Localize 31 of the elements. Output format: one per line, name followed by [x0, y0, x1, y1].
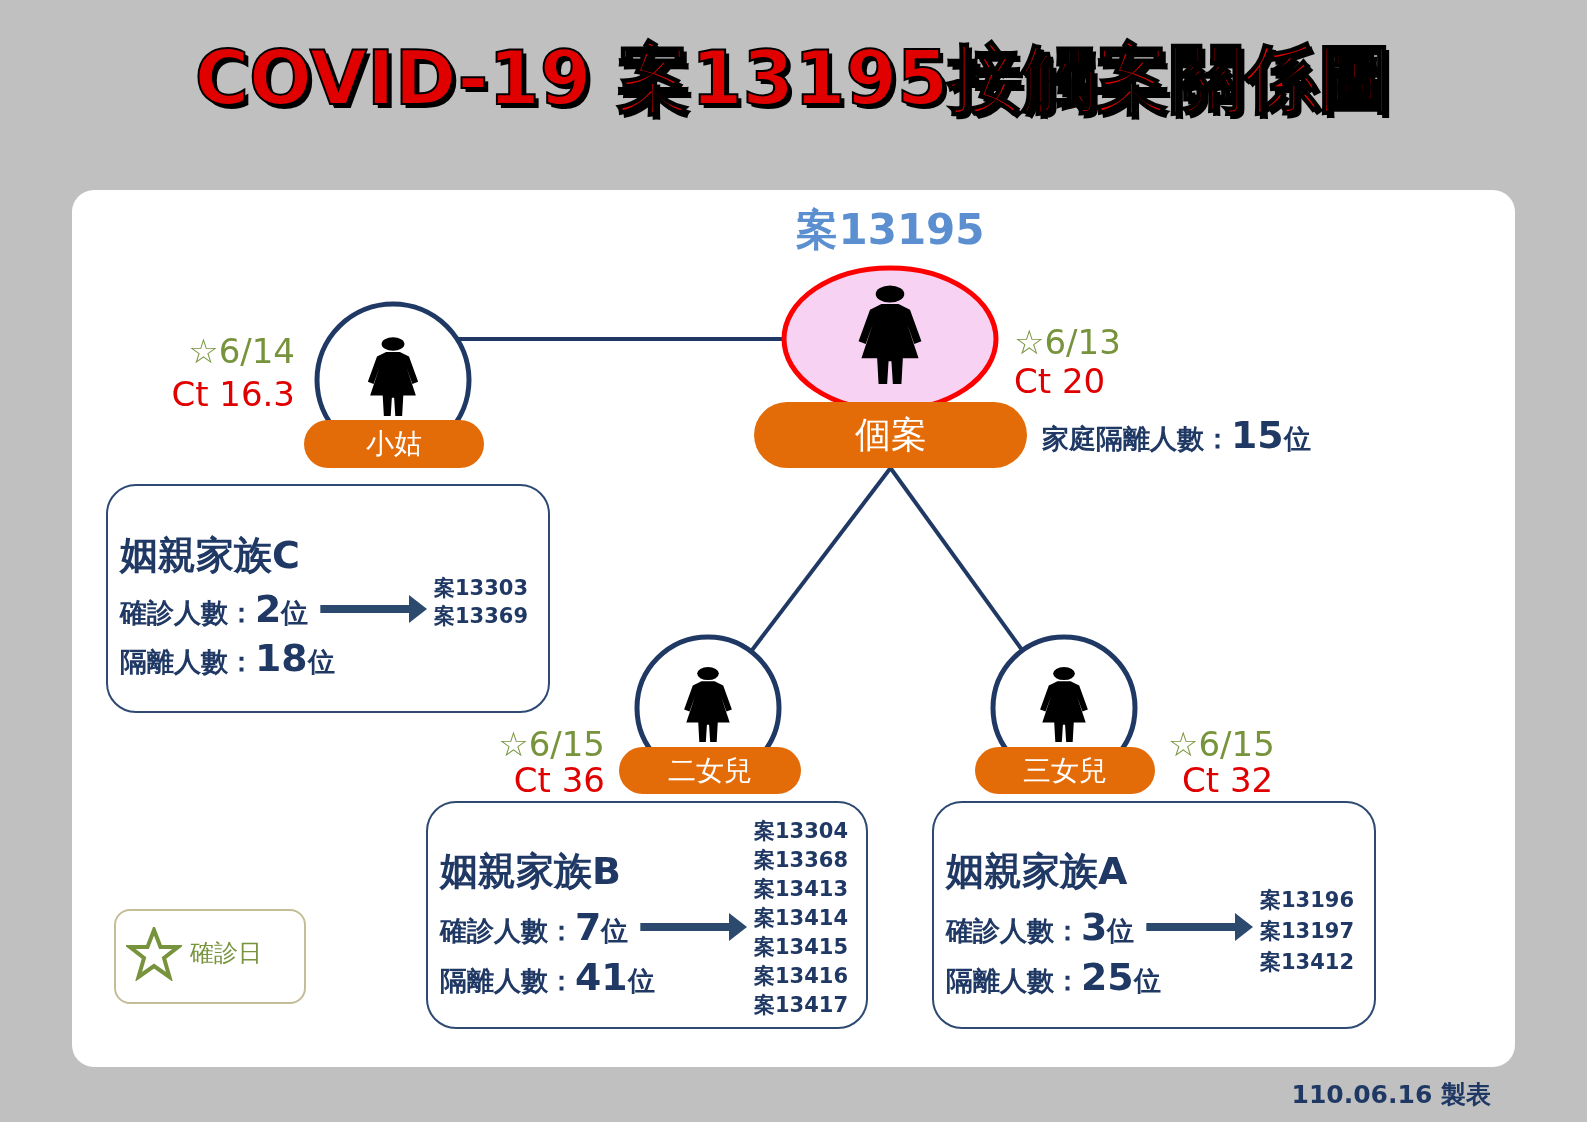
- family-heading: 姻親家族C: [120, 532, 300, 579]
- name-tag: 二女兒: [619, 747, 801, 794]
- case-list: 案13303 案13369: [426, 574, 529, 630]
- quarantine-count: 隔離人數：25位: [946, 955, 1161, 999]
- ct-value: Ct 16.3: [170, 374, 295, 414]
- confirmed-count: 確診人數：7位: [440, 905, 641, 949]
- confirm-date: ☆6/14: [187, 331, 295, 371]
- name-tag: 小姑: [304, 420, 484, 468]
- name-tag: 個案: [754, 402, 1027, 468]
- confirmed-count: 確診人數：3位: [946, 905, 1147, 949]
- ct-value: Ct 20: [1014, 361, 1107, 401]
- family-heading: 姻親家族A: [946, 848, 1128, 895]
- case-list: 案13196 案13197 案13412: [1252, 885, 1355, 978]
- confirmed-count: 確診人數：2位: [120, 587, 321, 631]
- connector-line: [749, 466, 893, 653]
- quarantine-count: 隔離人數：41位: [440, 955, 655, 999]
- family-box: [426, 801, 868, 1029]
- connector-line: [457, 337, 784, 341]
- case-list: 案13304 案13368 案13413 案13414 案13415 案13416 案13417: [746, 817, 849, 1020]
- legend-label: 確診日: [190, 938, 262, 969]
- family-box: [932, 801, 1376, 1029]
- family-heading: 姻親家族B: [440, 848, 621, 895]
- name-tag: 三女兒: [975, 747, 1155, 794]
- quarantine-count: 家庭隔離人數：15位: [1042, 413, 1312, 457]
- quarantine-count: 隔離人數：18位: [120, 636, 335, 680]
- footer-note: 110.06.16 製表: [1291, 1079, 1491, 1111]
- connector-line: [888, 466, 1025, 652]
- confirm-date: ☆6/13: [1014, 322, 1122, 362]
- case-heading: 案13195: [795, 204, 986, 256]
- title: COVID-19 案13195接觸案關係圖: [193, 34, 1394, 123]
- family-box: [106, 484, 550, 713]
